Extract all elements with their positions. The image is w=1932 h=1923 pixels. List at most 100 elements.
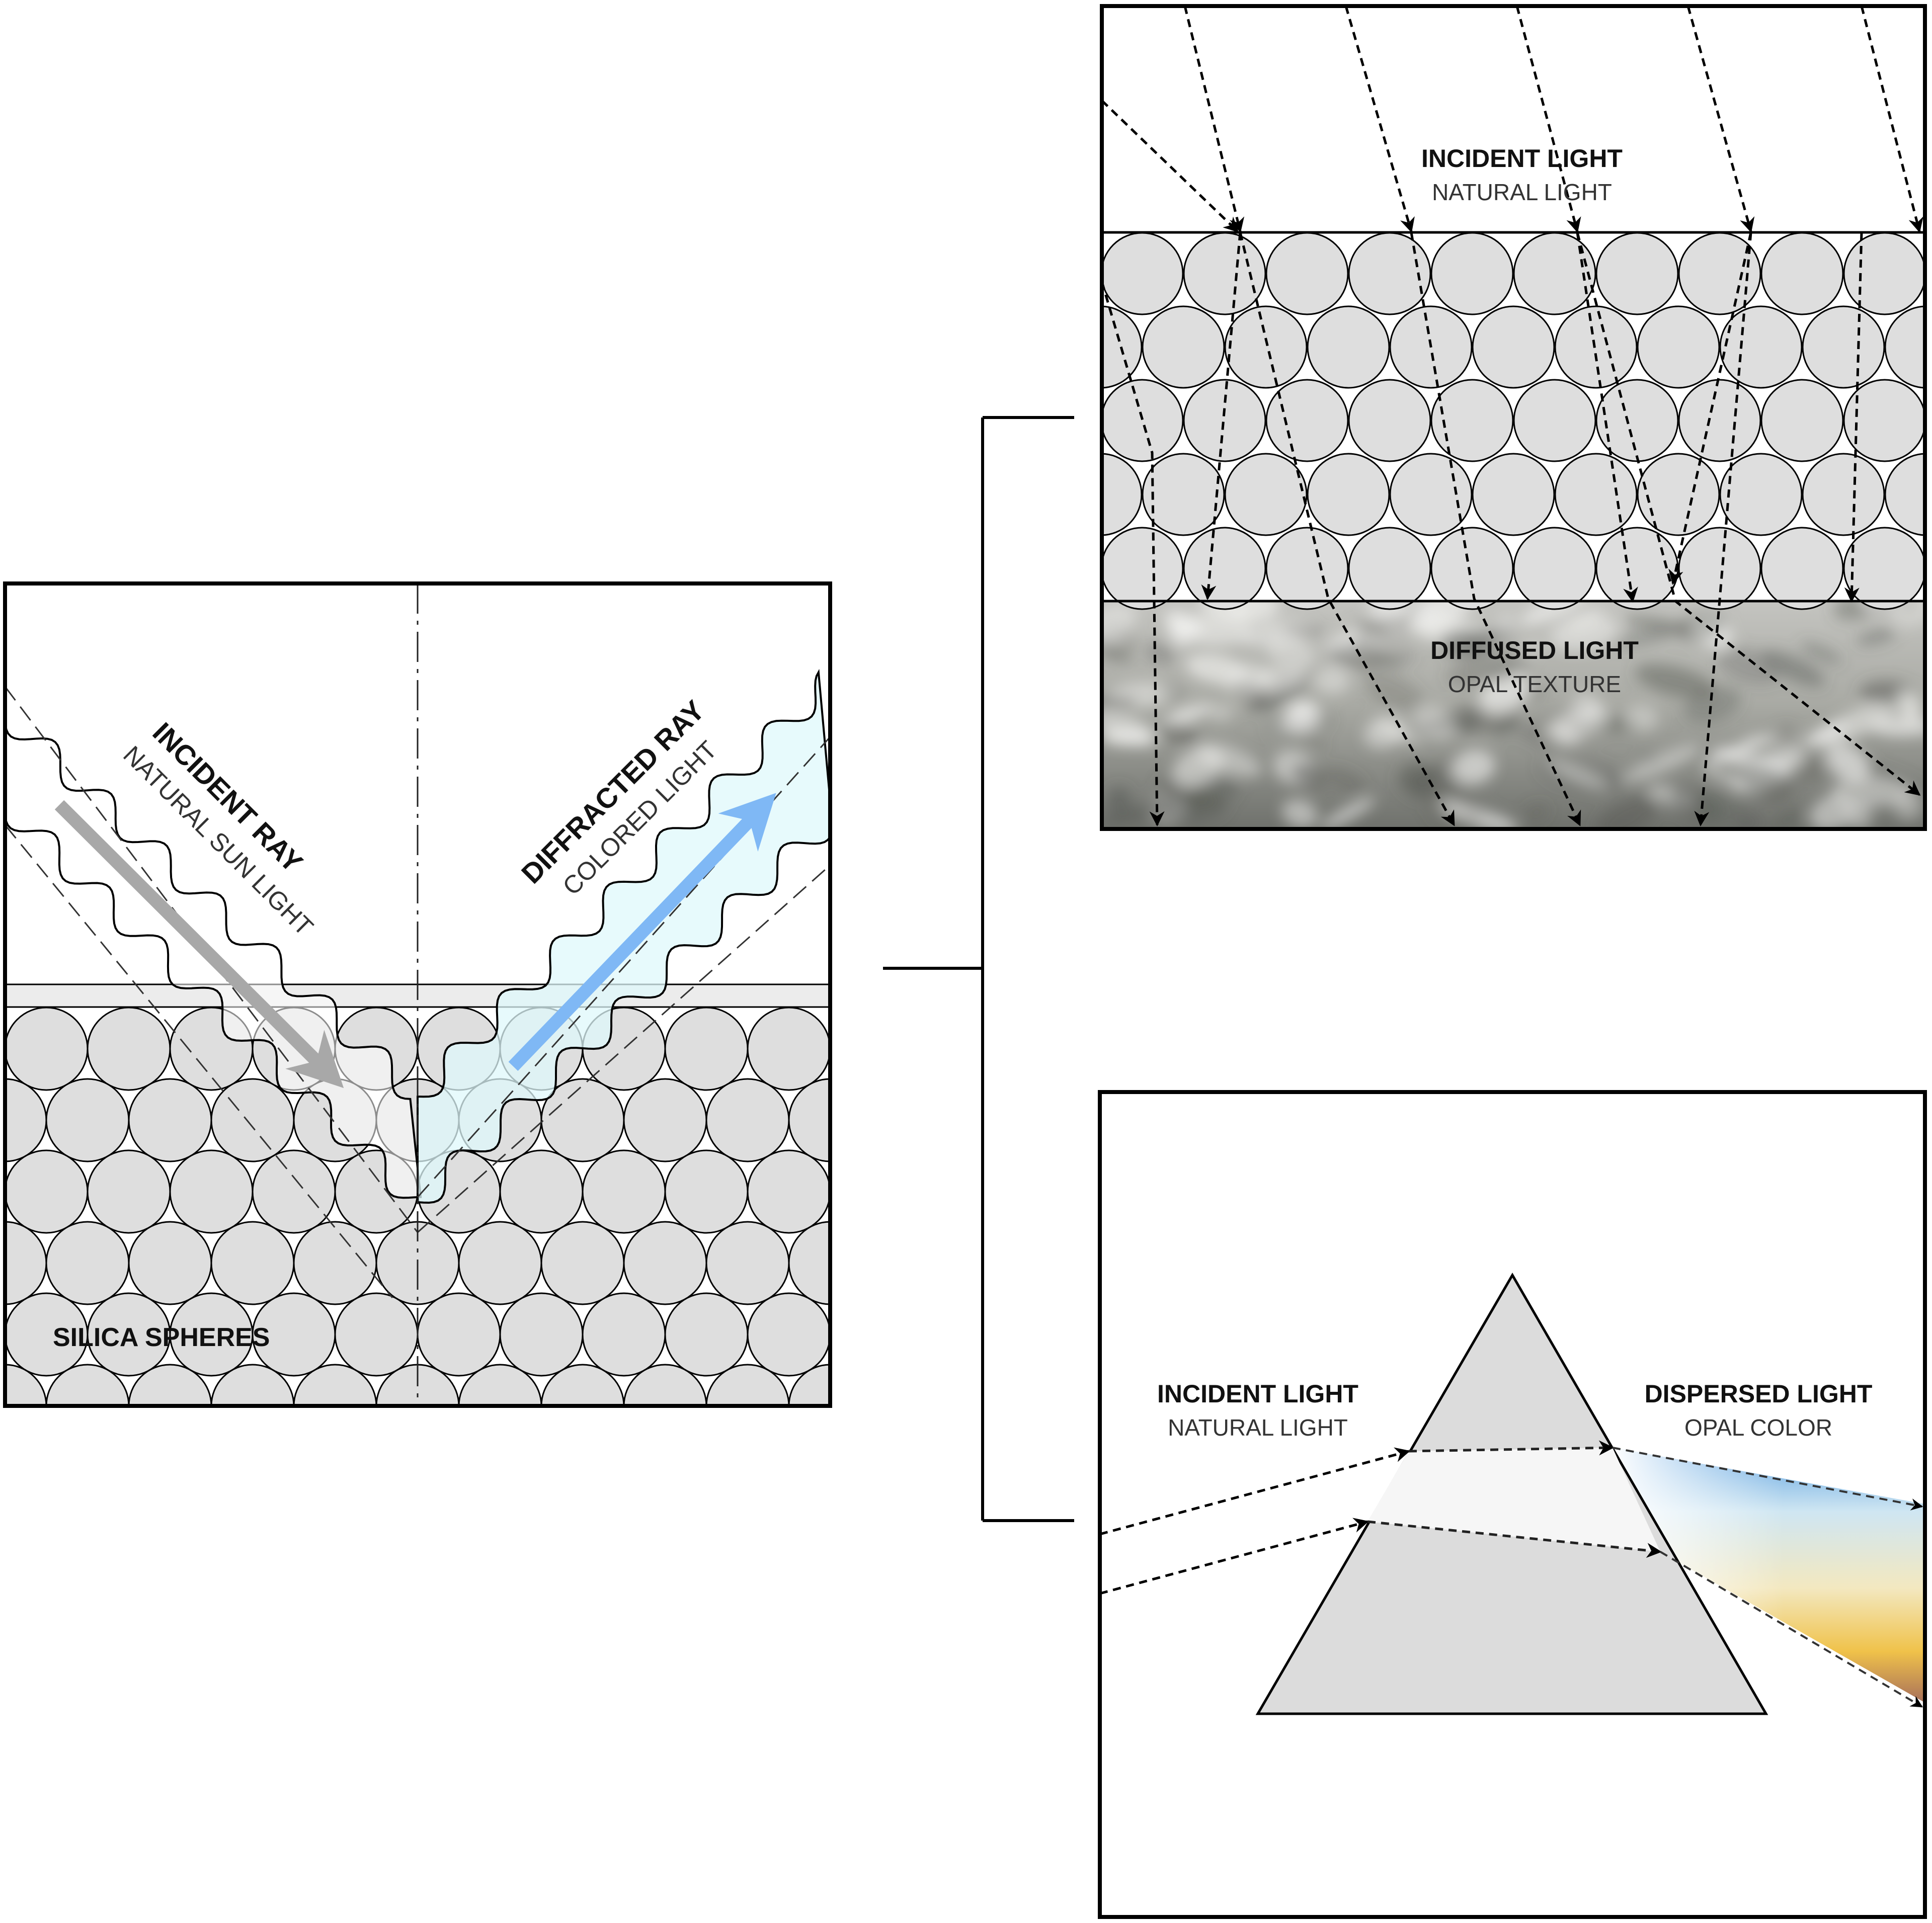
silica-sphere: [1637, 453, 1720, 536]
incident-light-title: INCIDENT LIGHT: [1421, 144, 1623, 173]
texture-speck: [1625, 705, 1659, 731]
silica-sphere: [1760, 527, 1844, 610]
texture-speck: [1159, 682, 1187, 704]
texture-speck: [1845, 801, 1873, 829]
silica-sphere: [128, 1078, 212, 1162]
bottom-incident-light-subtitle: NATURAL LIGHT: [1168, 1414, 1348, 1441]
silica-sphere: [1760, 232, 1844, 315]
silica-sphere: [747, 1007, 830, 1091]
silica-sphere: [1183, 379, 1266, 462]
silica-sphere: [705, 1078, 790, 1162]
silica-sphere: [1019, 528, 1100, 609]
texture-speck: [1623, 616, 1695, 634]
silica-sphere: [1142, 305, 1225, 389]
silica-sphere: [1102, 453, 1143, 536]
silica-sphere: [499, 1292, 584, 1377]
light-path-arrow: [1668, 232, 1752, 585]
silica-sphere: [540, 1364, 625, 1406]
texture-speck: [1172, 746, 1224, 787]
texture-speck: [1455, 628, 1515, 648]
silica-sphere: [1884, 305, 1925, 389]
texture-speck: [1107, 786, 1132, 813]
silica-sphere: [829, 1041, 830, 1057]
silica-sphere: [582, 1149, 666, 1234]
silica-sphere: [1265, 527, 1349, 610]
texture-speck: [1102, 634, 1134, 663]
texture-speck: [1825, 744, 1871, 782]
incident-arrow: [54, 800, 344, 1089]
texture-speck: [1288, 703, 1309, 717]
silica-sphere: [1224, 453, 1308, 536]
silica-sphere: [1224, 305, 1308, 389]
prism-light-band: [1367, 1448, 1660, 1552]
silica-sphere: [978, 306, 1059, 388]
texture-speck: [1412, 705, 1457, 740]
silica-sphere: [1430, 232, 1514, 315]
silica-sphere: [936, 380, 1018, 461]
texture-speck: [1898, 690, 1921, 722]
light-path-arrow: [1410, 232, 1581, 826]
light-path-arrow: [1515, 6, 1581, 233]
diffused-light-subtitle: OPAL TEXTURE: [1448, 671, 1621, 697]
silica-sphere: [458, 1221, 542, 1305]
texture-speck: [1354, 616, 1409, 655]
silica-sphere: [1554, 453, 1638, 536]
silica-sphere: [1019, 233, 1100, 314]
texture-speck: [1856, 628, 1897, 645]
dispersed-light-subtitle: OPAL COLOR: [1684, 1414, 1832, 1441]
silica-sphere: [829, 1184, 830, 1200]
texture-speck: [1773, 810, 1802, 829]
texture-speck: [1159, 721, 1201, 747]
texture-speck: [1569, 607, 1604, 630]
silica-sphere: [1142, 453, 1225, 536]
silica-sphere: [1430, 527, 1514, 610]
silica-sphere: [1307, 305, 1390, 389]
dispersed-rays: [1612, 1447, 1923, 1708]
silica-sphere: [499, 1149, 584, 1234]
silica-sphere: [788, 1078, 830, 1162]
texture-speck: [1452, 749, 1495, 785]
texture-speck: [1145, 792, 1227, 823]
silica-sphere: [747, 1292, 830, 1377]
silica-sphere: [1926, 528, 1932, 609]
silica-sphere: [705, 1364, 790, 1406]
silica-sphere: [1513, 379, 1596, 462]
silica-sphere: [5, 1149, 89, 1234]
texture-speck: [1814, 701, 1896, 747]
silica-sphere: [1430, 379, 1514, 462]
silica-sphere: [45, 1221, 130, 1305]
texture-speck: [1266, 636, 1316, 671]
texture-speck: [1102, 710, 1159, 747]
silica-sphere: [1183, 232, 1266, 315]
light-path-arrow: [1576, 232, 1921, 796]
silica-sphere: [1719, 453, 1803, 536]
texture-speck: [1705, 735, 1772, 765]
silica-sphere: [1472, 305, 1555, 389]
silica-sphere: [705, 1221, 790, 1305]
texture-speck: [1800, 642, 1842, 664]
silica-sphere: [1265, 379, 1349, 462]
silica-sphere: [5, 1007, 89, 1091]
silica-sphere: [293, 1364, 377, 1406]
texture-speck: [1231, 678, 1268, 706]
silica-sphere: [1513, 527, 1596, 610]
silica-sphere: [210, 1221, 295, 1305]
texture-speck: [1553, 703, 1608, 742]
silica-sphere: [1926, 233, 1932, 314]
silica-sphere: [1843, 379, 1925, 462]
texture-speck: [1549, 614, 1619, 651]
texture-speck: [1775, 724, 1797, 749]
silica-sphere: [1678, 527, 1761, 610]
silica-sphere: [788, 1364, 830, 1406]
light-path-arrow: [1844, 232, 1863, 603]
silica-sphere: [747, 1149, 830, 1234]
light-path-arrow: [1201, 232, 1242, 600]
texture-speck: [1547, 759, 1607, 789]
silica-sphere: [1307, 453, 1390, 536]
silica-sphere: [128, 1221, 212, 1305]
texture-speck: [1320, 797, 1375, 829]
silica-sphere: [1472, 453, 1555, 536]
silica-sphere: [252, 1149, 336, 1234]
silica-sphere: [978, 454, 1059, 535]
